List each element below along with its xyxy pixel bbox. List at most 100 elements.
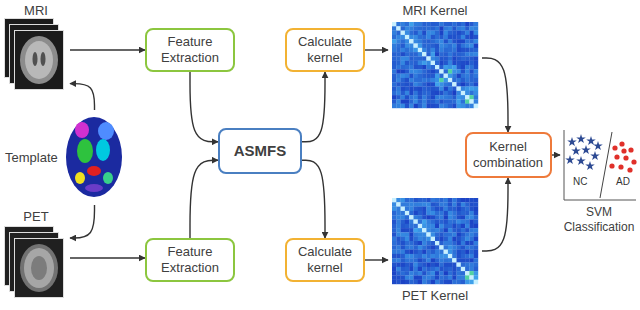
matrix-cell xyxy=(392,48,397,53)
matrix-cell xyxy=(452,228,457,233)
matrix-cell xyxy=(405,254,410,259)
matrix-cell xyxy=(414,263,419,268)
matrix-cell xyxy=(409,99,414,104)
matrix-cell xyxy=(444,95,449,100)
matrix-cell xyxy=(409,61,414,65)
matrix-cell xyxy=(422,280,427,285)
matrix-cell xyxy=(409,91,414,96)
matrix-cell xyxy=(409,74,414,79)
matrix-cell xyxy=(401,258,406,263)
matrix-cell xyxy=(444,74,449,79)
flow-arrow xyxy=(190,160,218,238)
matrix-cell xyxy=(431,198,436,203)
matrix-cell xyxy=(401,39,406,44)
matrix-cell xyxy=(461,263,466,268)
matrix-cell xyxy=(444,104,449,109)
matrix-cell xyxy=(422,44,427,49)
matrix-cell xyxy=(409,267,414,272)
matrix-cell xyxy=(401,104,406,109)
matrix-cell xyxy=(435,74,440,79)
matrix-cell xyxy=(461,52,466,57)
matrix-cell xyxy=(435,69,440,74)
matrix-cell xyxy=(396,91,401,96)
matrix-cell xyxy=(439,275,444,280)
matrix-cell xyxy=(465,39,470,44)
matrix-cell xyxy=(452,232,457,237)
matrix-cell xyxy=(422,91,427,96)
matrix-cell xyxy=(396,241,401,246)
matrix-cell xyxy=(426,263,431,268)
matrix-cell xyxy=(457,224,462,229)
matrix-cell xyxy=(435,91,440,96)
matrix-cell xyxy=(435,78,440,83)
matrix-cell xyxy=(461,275,466,280)
matrix-cell xyxy=(474,22,479,27)
scatter-plot xyxy=(564,130,637,200)
matrix-cell xyxy=(426,95,431,100)
matrix-cell xyxy=(461,95,466,100)
matrix-cell xyxy=(452,22,457,27)
matrix-cell xyxy=(469,95,474,100)
matrix-cell xyxy=(469,275,474,280)
matrix-cell xyxy=(465,215,470,220)
matrix-cell xyxy=(405,91,410,96)
matrix-cell xyxy=(452,280,457,285)
matrix-cell xyxy=(469,207,474,212)
matrix-cell xyxy=(474,65,479,70)
matrix-cell xyxy=(435,245,440,250)
matrix-cell xyxy=(431,61,436,65)
matrix-cell xyxy=(426,211,431,216)
process-box: Kernel combination xyxy=(465,132,552,178)
matrix-cell xyxy=(418,220,423,225)
matrix-cell xyxy=(465,31,470,35)
matrix-cell xyxy=(431,35,436,40)
matrix-cell xyxy=(396,228,401,233)
matrix-cell xyxy=(444,198,449,203)
matrix-cell xyxy=(401,228,406,233)
matrix-cell xyxy=(418,241,423,246)
matrix-cell xyxy=(414,99,419,104)
matrix-cell xyxy=(457,22,462,27)
matrix-cell xyxy=(469,22,474,27)
matrix-cell xyxy=(396,250,401,255)
matrix-cell xyxy=(469,65,474,70)
matrix-cell xyxy=(461,31,466,35)
matrix-cell xyxy=(409,275,414,280)
matrix-cell xyxy=(418,52,423,57)
matrix-cell xyxy=(422,56,427,61)
matrix-cell xyxy=(457,275,462,280)
matrix-cell xyxy=(439,95,444,100)
matrix-cell xyxy=(457,228,462,233)
matrix-cell xyxy=(418,254,423,259)
matrix-cell xyxy=(392,237,397,242)
matrix-cell xyxy=(461,237,466,242)
matrix-cell xyxy=(448,237,453,242)
matrix-cell xyxy=(405,267,410,272)
matrix-cell xyxy=(439,271,444,276)
matrix-cell xyxy=(452,104,457,109)
matrix-cell xyxy=(422,211,427,216)
matrix-cell xyxy=(435,220,440,225)
matrix-cell xyxy=(396,56,401,61)
matrix-cell xyxy=(444,232,449,237)
matrix-cell xyxy=(414,69,419,74)
matrix-cell xyxy=(439,35,444,40)
matrix-cell xyxy=(422,267,427,272)
matrix-cell xyxy=(396,31,401,35)
matrix-cell xyxy=(418,22,423,27)
pet-kernel-matrix xyxy=(392,198,478,284)
matrix-cell xyxy=(439,104,444,109)
matrix-cell xyxy=(439,198,444,203)
matrix-cell xyxy=(422,207,427,212)
matrix-cell xyxy=(444,78,449,83)
matrix-cell xyxy=(469,87,474,92)
matrix-cell xyxy=(444,224,449,229)
matrix-cell xyxy=(435,263,440,268)
matrix-cell xyxy=(474,82,479,87)
matrix-cell xyxy=(418,35,423,40)
matrix-cell xyxy=(431,104,436,109)
matrix-cell xyxy=(418,211,423,216)
matrix-cell xyxy=(461,56,466,61)
matrix-cell xyxy=(461,61,466,65)
matrix-cell xyxy=(469,202,474,207)
